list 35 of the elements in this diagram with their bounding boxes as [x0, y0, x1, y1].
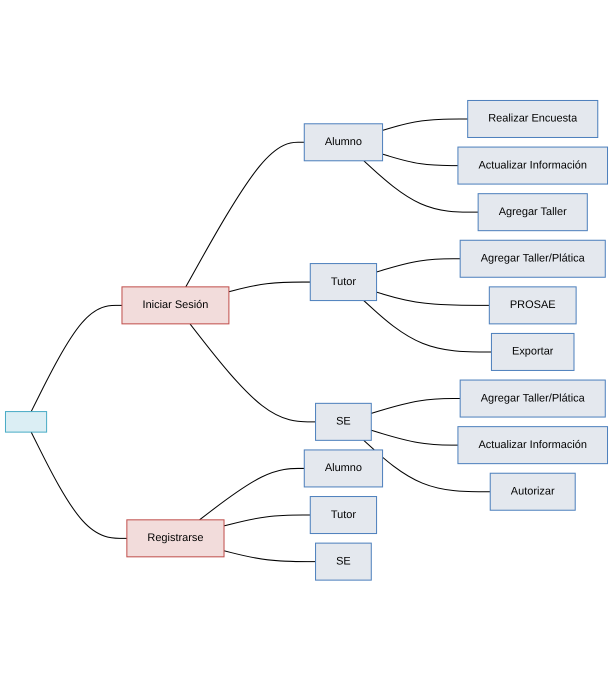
- node-box: [4, 410, 48, 432]
- node-box: Agregar Taller/Plática: [460, 379, 606, 418]
- node-box: Iniciar Sesión: [121, 286, 230, 324]
- node-box: Agregar Taller: [478, 192, 588, 231]
- connector: [363, 440, 490, 492]
- connector: [376, 291, 490, 306]
- connector: [185, 141, 304, 287]
- node-box: Exportar: [490, 332, 574, 371]
- node-box: Autorizar: [490, 472, 576, 510]
- node-box: Actualizar Información: [457, 426, 608, 464]
- connector: [199, 468, 304, 520]
- connector: [224, 550, 316, 562]
- connector: [363, 300, 492, 352]
- connector: [224, 514, 310, 526]
- node-box: Tutor: [310, 496, 378, 534]
- connector: [376, 258, 460, 272]
- node-box: Actualizar Información: [457, 146, 608, 184]
- connector: [190, 323, 316, 422]
- connector: [382, 153, 458, 166]
- node-box: PROSAE: [488, 286, 577, 324]
- node-box: Realizar Encuesta: [467, 100, 598, 138]
- connector: [30, 304, 122, 412]
- connector: [363, 160, 478, 212]
- node-box: SE: [315, 542, 372, 580]
- node-box: Agregar Taller/Plática: [460, 239, 606, 278]
- node-box: Registrarse: [126, 519, 225, 558]
- connector: [371, 430, 458, 446]
- connector: [382, 118, 468, 131]
- connector: [30, 432, 127, 539]
- node-box: Tutor: [310, 262, 378, 301]
- connector: [371, 398, 460, 414]
- node-box: SE: [315, 402, 372, 441]
- connector: [228, 281, 310, 292]
- node-box: Alumno: [304, 449, 384, 488]
- node-box: Alumno: [304, 122, 384, 161]
